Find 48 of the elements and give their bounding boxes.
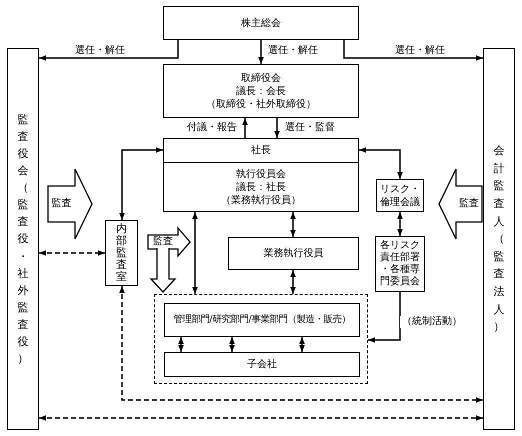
organization-box: 内部監査室 xyxy=(105,220,138,286)
edge-label: 選任・解任 xyxy=(73,45,127,57)
arrow xyxy=(290,270,296,294)
edge-label: 監査 xyxy=(153,236,173,248)
organization-box: 監査役会（監査役・社外監査役） xyxy=(7,48,39,430)
arrow xyxy=(242,118,248,138)
organization-box: 会計監査人（監査法人） xyxy=(483,48,515,430)
arrow xyxy=(119,147,163,220)
organization-box xyxy=(163,64,359,118)
edge-label: 監査 xyxy=(459,198,479,210)
box-text: （業務執行役員） xyxy=(221,194,301,206)
organization-box: 各リスク責任部署・各種専門委員会 xyxy=(375,236,425,292)
organization-box: 業務執行役員 xyxy=(228,237,359,270)
box-heading: 執行役員会 xyxy=(236,168,286,180)
arrow xyxy=(258,40,264,64)
block-arrow xyxy=(150,247,176,293)
box-text: （取締役・社外取締役） xyxy=(206,98,316,110)
dashed-group-box xyxy=(154,294,368,384)
dashed-arrow xyxy=(39,415,483,421)
edge-label: 選任・解任 xyxy=(393,45,447,57)
edge-label: 付議・報告 xyxy=(185,122,239,134)
edge-label: 選任・解任 xyxy=(266,45,320,57)
arrow xyxy=(290,212,296,237)
arrow xyxy=(359,147,403,179)
edge-label: 監査 xyxy=(52,198,72,210)
arrow xyxy=(229,337,235,352)
organization-box: リスク・倫理会議 xyxy=(376,179,424,212)
organization-box: 株主総会 xyxy=(163,6,359,40)
arrow xyxy=(368,292,401,343)
edge-label: 選任・監督 xyxy=(283,122,337,134)
organization-box: 管理部門/研究部門/事業部門（製造・販売） xyxy=(164,303,360,337)
arrow xyxy=(343,40,483,61)
arrow xyxy=(178,337,184,352)
dashed-arrow xyxy=(39,250,105,256)
arrow xyxy=(299,337,305,352)
arrow xyxy=(39,40,179,61)
box-text: 議長：会長 xyxy=(236,84,286,98)
arrow xyxy=(397,212,403,236)
organization-box xyxy=(163,162,359,212)
arrow xyxy=(192,212,198,294)
organization-box: 社長 xyxy=(163,138,359,163)
dashed-arrow xyxy=(119,286,483,403)
organization-box: 子会社 xyxy=(164,352,360,377)
box-text: 議長：社長 xyxy=(236,180,286,194)
block-arrow xyxy=(47,168,93,240)
block-arrow xyxy=(438,168,483,240)
arrow xyxy=(274,118,280,138)
box-heading: 取締役会 xyxy=(241,72,281,84)
